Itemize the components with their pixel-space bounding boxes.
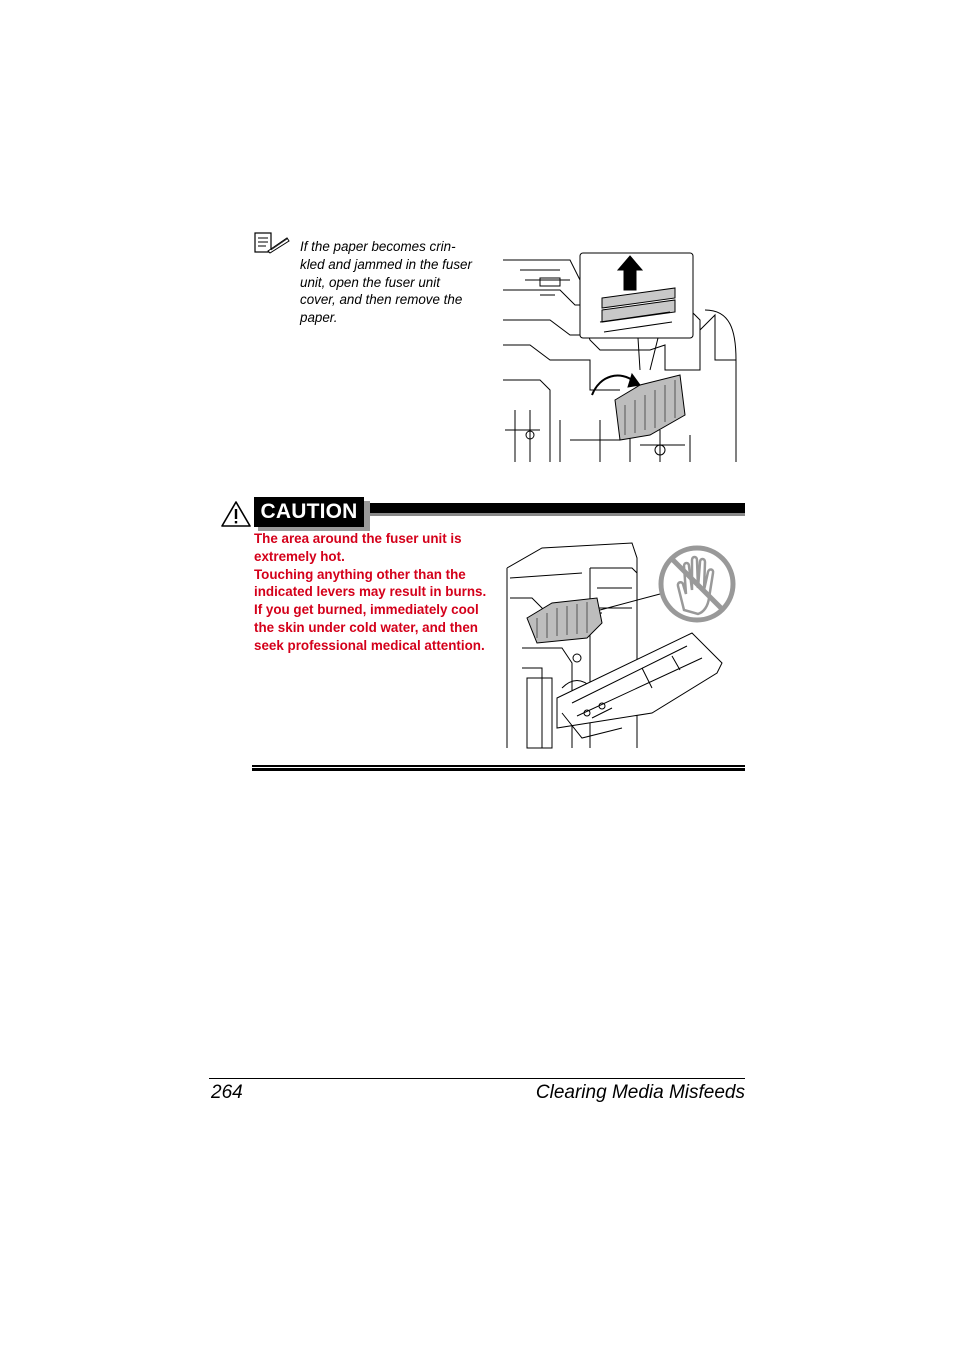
hot-fuser-illustration — [506, 542, 736, 749]
caution-end-rule-thick — [252, 768, 745, 771]
caution-text: The area around the fuser unit is extrem… — [254, 530, 494, 655]
caution-line-burns: Touching anything other than the indicat… — [254, 566, 487, 653]
section-title: Clearing Media Misfeeds — [535, 1082, 745, 1103]
caution-end-rule — [252, 765, 745, 767]
page-number: 264 — [211, 1082, 243, 1103]
caution-label: CAUTION — [254, 497, 364, 527]
fuser-cover-illustration — [503, 252, 737, 462]
note-pencil-icon — [254, 232, 290, 254]
note-text: If the paper becomes crin- kled and jamm… — [300, 239, 472, 326]
caution-header-bar — [254, 503, 745, 513]
caution-line-hot: The area around the fuser unit is extrem… — [254, 531, 462, 564]
footer-rule — [209, 1078, 745, 1079]
warning-triangle-icon — [221, 501, 251, 527]
caution-header-shadow — [366, 513, 745, 516]
